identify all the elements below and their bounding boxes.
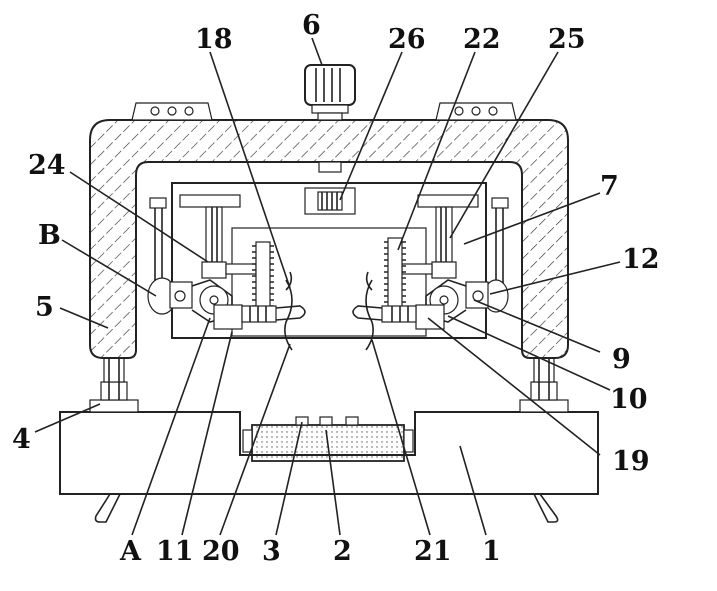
mounting-lugs — [131, 102, 517, 121]
label-10: 10 — [610, 384, 648, 415]
label-4: 4 — [12, 424, 31, 455]
motor — [304, 64, 356, 121]
label-20: 20 — [202, 536, 240, 567]
label-3: 3 — [262, 536, 281, 567]
hatched-frame — [89, 119, 569, 359]
label-1: 1 — [482, 536, 501, 567]
support-legs — [89, 357, 569, 413]
label-19: 19 — [612, 446, 650, 477]
base-body — [59, 411, 599, 523]
label-B: B — [38, 220, 61, 251]
part-labels: 6 18 26 22 25 24 7 B 12 5 9 10 4 19 A 11… — [12, 10, 660, 567]
label-25: 25 — [548, 24, 586, 55]
label-9: 9 — [612, 344, 631, 375]
right-mechanism — [352, 194, 509, 351]
label-11: 11 — [156, 536, 194, 567]
label-6: 6 — [302, 10, 321, 41]
coupling — [304, 161, 356, 215]
label-7: 7 — [600, 171, 619, 202]
label-12: 12 — [622, 244, 660, 275]
label-A: A — [119, 536, 142, 567]
left-mechanism — [147, 194, 306, 351]
label-26: 26 — [388, 24, 426, 55]
label-2: 2 — [333, 536, 352, 567]
label-22: 22 — [463, 24, 501, 55]
label-24: 24 — [28, 150, 66, 181]
label-5: 5 — [35, 292, 54, 323]
label-21: 21 — [414, 536, 452, 567]
label-18: 18 — [195, 24, 233, 55]
leader-lines — [34, 37, 621, 536]
